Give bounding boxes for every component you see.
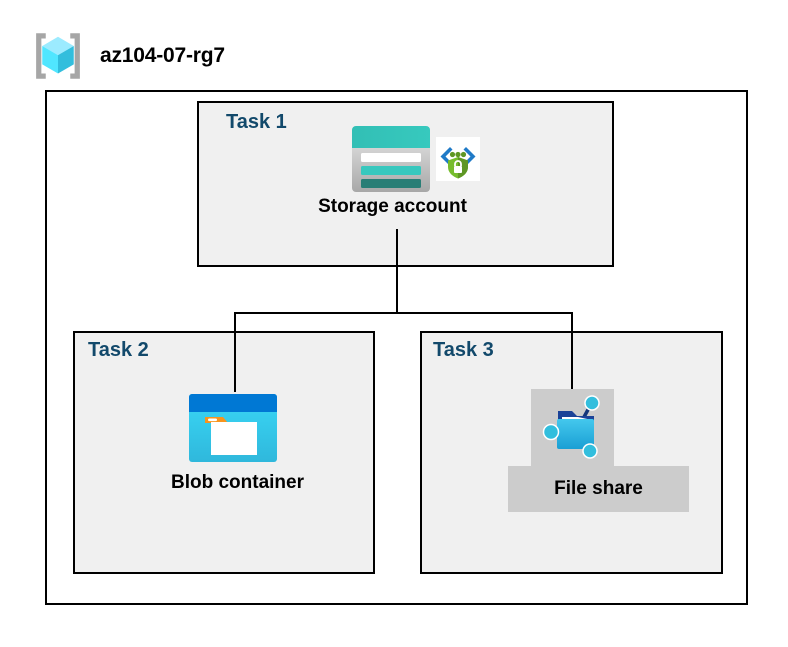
task-2-label: Task 2 bbox=[88, 339, 149, 361]
file-share-label: File share bbox=[554, 478, 643, 499]
blob-container-node: Blob container bbox=[135, 392, 340, 517]
private-endpoint-icon bbox=[436, 137, 480, 181]
storage-account-icon bbox=[352, 126, 430, 192]
storage-account-label: Storage account bbox=[318, 196, 467, 217]
storage-account-icon-group bbox=[350, 124, 480, 194]
storage-account-node: Storage account bbox=[290, 124, 495, 229]
blob-container-icon bbox=[189, 394, 277, 462]
task-3-label: Task 3 bbox=[433, 339, 494, 361]
resource-group-cube-icon bbox=[36, 33, 80, 79]
file-share-label-highlight-plate bbox=[508, 466, 689, 512]
blob-container-label: Blob container bbox=[170, 472, 304, 493]
resource-group-header: az104-07-rg7 bbox=[30, 28, 225, 84]
file-share-icon bbox=[542, 395, 600, 459]
task-1-label: Task 1 bbox=[226, 111, 287, 133]
resource-group-name: az104-07-rg7 bbox=[100, 44, 225, 67]
